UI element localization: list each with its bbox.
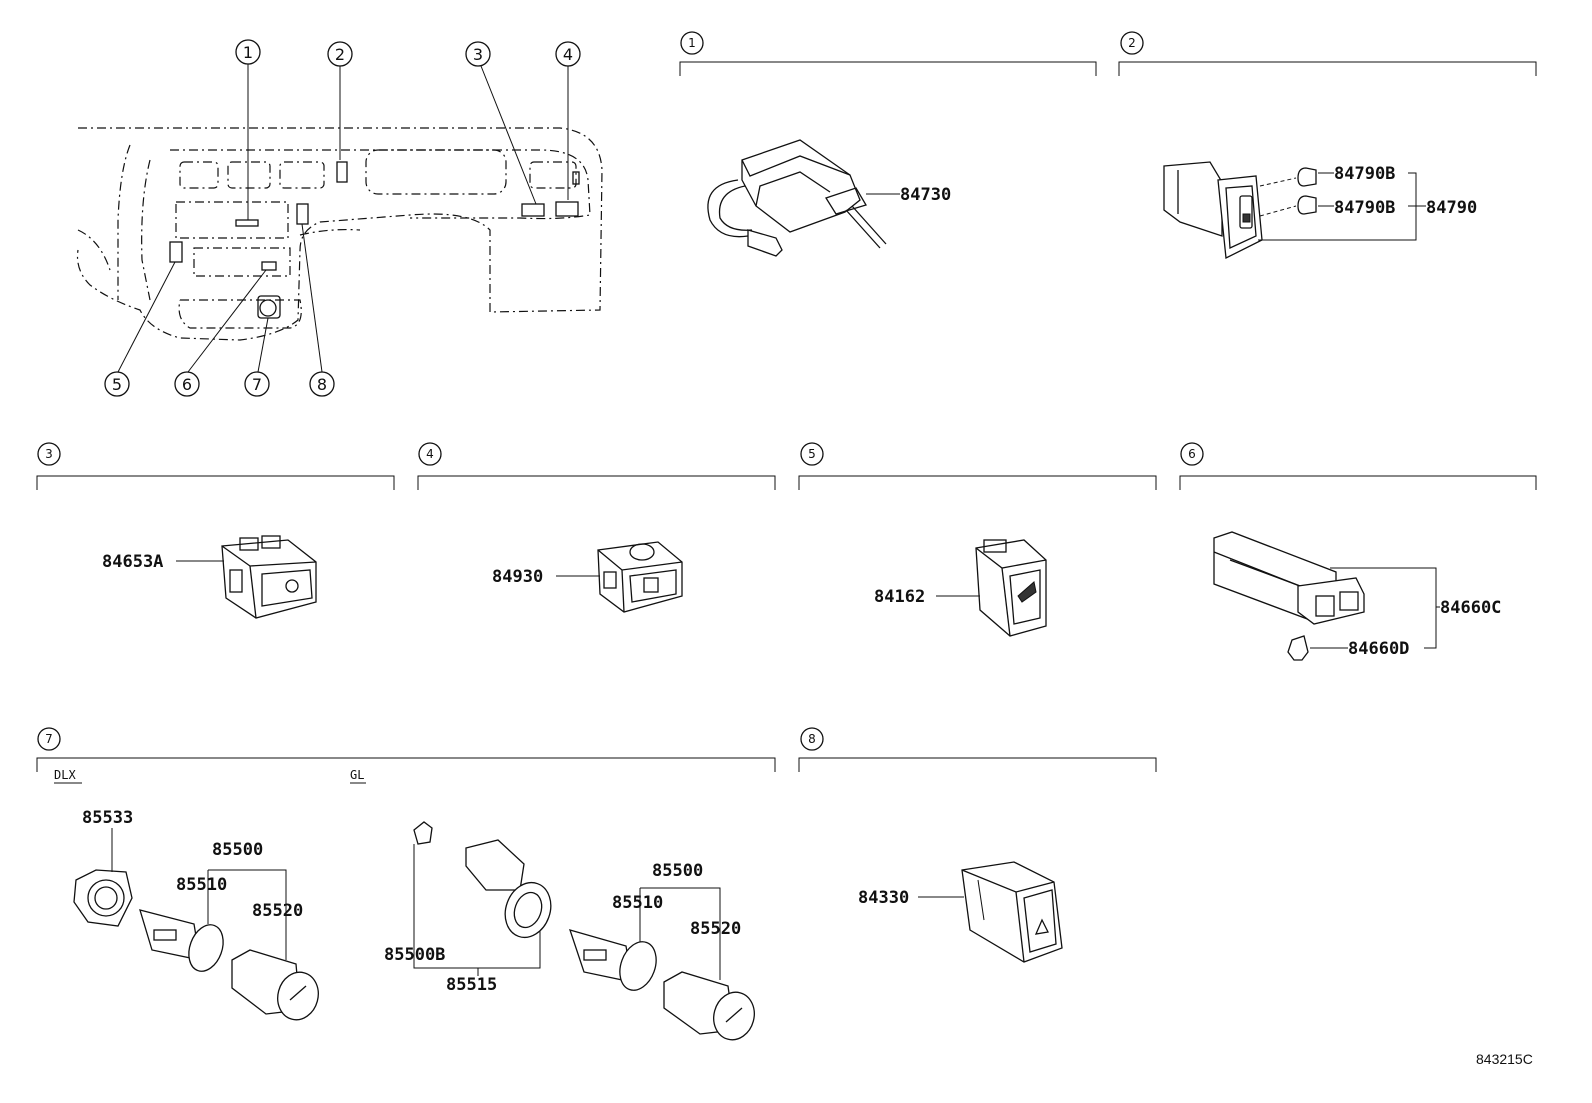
lighter-85510-gl-drawing [568,929,657,991]
part-85520-dlx-label: 85520 [252,901,303,921]
svg-text:3: 3 [45,447,53,461]
svg-text:6: 6 [182,375,192,394]
switch-84930-drawing [597,541,683,613]
part-85533-label: 85533 [82,808,133,828]
part-84790-label: 84790 [1426,198,1477,218]
svg-text:5: 5 [808,447,816,461]
overview-marker-7: 7 [244,371,270,397]
overview-marker-2: 2 [327,41,353,67]
section-6-marker: 6 [1180,442,1204,466]
svg-text:3: 3 [473,45,483,64]
section-1: 1 84730 [679,31,1097,257]
part-85510-dlx-label: 85510 [176,875,227,895]
connector-84730-drawing [707,139,887,257]
section-6: 6 84660C 84660D [1179,442,1537,661]
overview-marker-5: 5 [104,371,130,397]
switch-84653A-drawing [221,535,317,619]
section-8-marker: 8 [800,727,824,751]
section-4-marker: 4 [418,442,442,466]
section-5: 5 84162 [798,442,1157,637]
section-5-marker: 5 [800,442,824,466]
overview-marker-4: 4 [555,41,581,67]
svg-text:4: 4 [563,45,573,64]
svg-text:8: 8 [808,732,816,746]
socket-85533-drawing [73,869,133,927]
svg-text:8: 8 [317,375,327,394]
svg-text:1: 1 [688,36,696,50]
part-84730-label: 84730 [900,185,951,205]
part-85510-gl-label: 85510 [612,893,663,913]
socket-85515-drawing [465,839,552,939]
section-3: 3 84653A [36,442,395,619]
overview-marker-1: 1 [235,39,261,65]
part-84660C-label: 84660C [1440,598,1501,618]
part-85500B-label: 85500B [384,945,445,965]
svg-text:7: 7 [45,732,53,746]
switch-84660C-drawing [1213,531,1365,625]
part-84790B-label-1: 84790B [1334,164,1395,184]
section-8: 8 84330 [798,727,1157,963]
bulb-84790B-top [1297,167,1317,187]
overview-marker-6: 6 [174,371,200,397]
section-7: 7 DLX GL 85533 85500 85510 85520 [36,727,776,1041]
bulb-84660D-drawing [1287,635,1309,661]
section-4: 4 84930 [417,442,776,613]
part-85515-label: 85515 [446,975,497,995]
part-84653A-label: 84653A [102,552,163,572]
overview-marker-8: 8 [309,371,335,397]
part-84790B-label-2: 84790B [1334,198,1395,218]
lighter-85520-dlx-drawing [231,949,319,1021]
part-84162-label: 84162 [874,587,925,607]
svg-text:5: 5 [112,375,122,394]
part-85500-gl-label: 85500 [652,861,703,881]
overview-marker-3: 3 [465,41,491,67]
bulb-84790B-bottom [1297,195,1317,215]
svg-text:4: 4 [426,447,434,461]
svg-text:7: 7 [252,375,262,394]
variant-dlx-label: DLX [54,768,76,782]
svg-text:6: 6 [1188,447,1196,461]
section-2-marker: 2 [1120,31,1144,55]
svg-text:1: 1 [243,43,253,62]
part-84930-label: 84930 [492,567,543,587]
part-84660D-label: 84660D [1348,639,1409,659]
lighter-85520-gl-drawing [663,971,755,1041]
part-85520-gl-label: 85520 [690,919,741,939]
hazard-switch-84330-drawing [961,861,1063,963]
section-1-marker: 1 [680,31,704,55]
section-7-marker: 7 [37,727,61,751]
dashboard-overview: 1 2 3 4 5 6 7 8 [76,39,603,397]
switch-84790-drawing [1163,161,1263,260]
section-3-marker: 3 [37,442,61,466]
part-84330-label: 84330 [858,888,909,908]
part-85500-dlx-label: 85500 [212,840,263,860]
svg-text:2: 2 [335,45,345,64]
svg-text:2: 2 [1128,36,1136,50]
lighter-85510-dlx-drawing [139,909,224,972]
switch-84162-drawing [975,539,1047,637]
bulb-85500B-drawing [413,821,433,845]
diagram-code: 843215C [1476,1051,1533,1067]
section-2: 2 84790B 84790B 84790 [1118,31,1537,260]
variant-gl-label: GL [350,768,364,782]
